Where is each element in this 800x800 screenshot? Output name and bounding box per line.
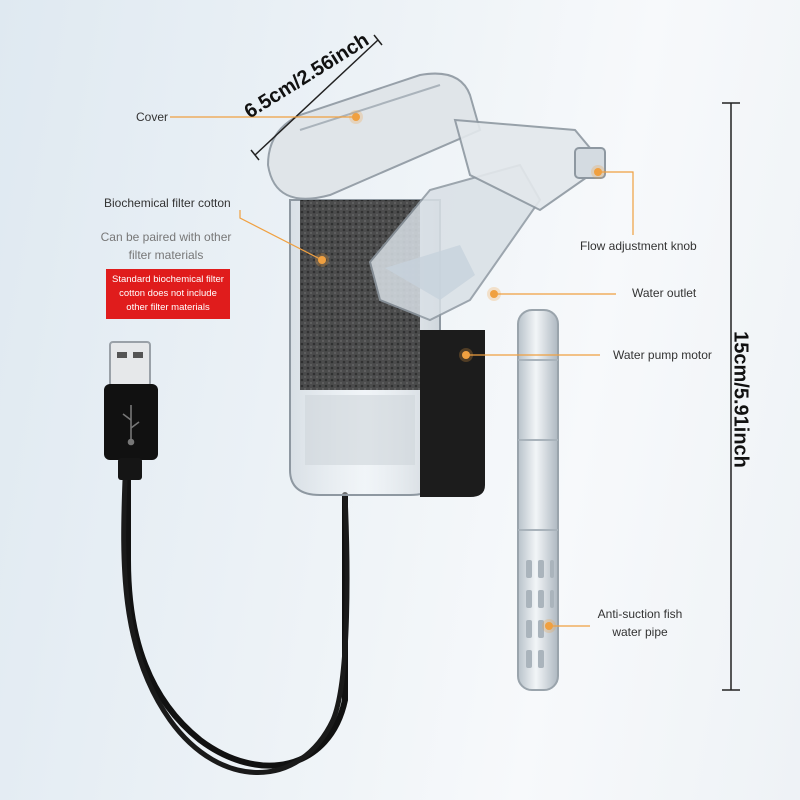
anti-suction-label: Anti-suction fish water pipe [597, 607, 683, 639]
water-outlet-label: Water outlet [632, 286, 697, 300]
flow-knob-label: Flow adjustment knob [580, 239, 697, 253]
height-dimension-line [722, 102, 740, 691]
height-dimension-label: 15cm/5.91inch [729, 331, 752, 468]
filter-cotton-marker [318, 256, 326, 264]
cover-marker [352, 113, 360, 121]
flow-adjustment-knob [453, 118, 606, 212]
intake-pipe [517, 309, 559, 691]
usb-cable [121, 477, 350, 775]
usb-plug [104, 341, 158, 480]
filter-cotton-label: Biochemical filter cotton [104, 196, 231, 210]
usb-icon [122, 405, 140, 446]
pump-motor-label: Water pump motor [613, 348, 712, 362]
flow-knob-marker [594, 168, 602, 176]
water-outlet-marker [490, 290, 498, 298]
anti-suction-marker [545, 622, 553, 630]
filter-cover [266, 72, 482, 200]
notice-badge: Standard biochemical filter cotton does … [106, 269, 230, 319]
water-outlet [368, 163, 542, 322]
width-dimension-line [250, 34, 383, 161]
callout-lines [170, 116, 634, 627]
pump-motor-marker [462, 351, 470, 359]
intake-strainer [526, 560, 554, 668]
paired-materials-label: Can be paired with other filter material… [100, 230, 232, 262]
cover-label: Cover [136, 110, 169, 124]
